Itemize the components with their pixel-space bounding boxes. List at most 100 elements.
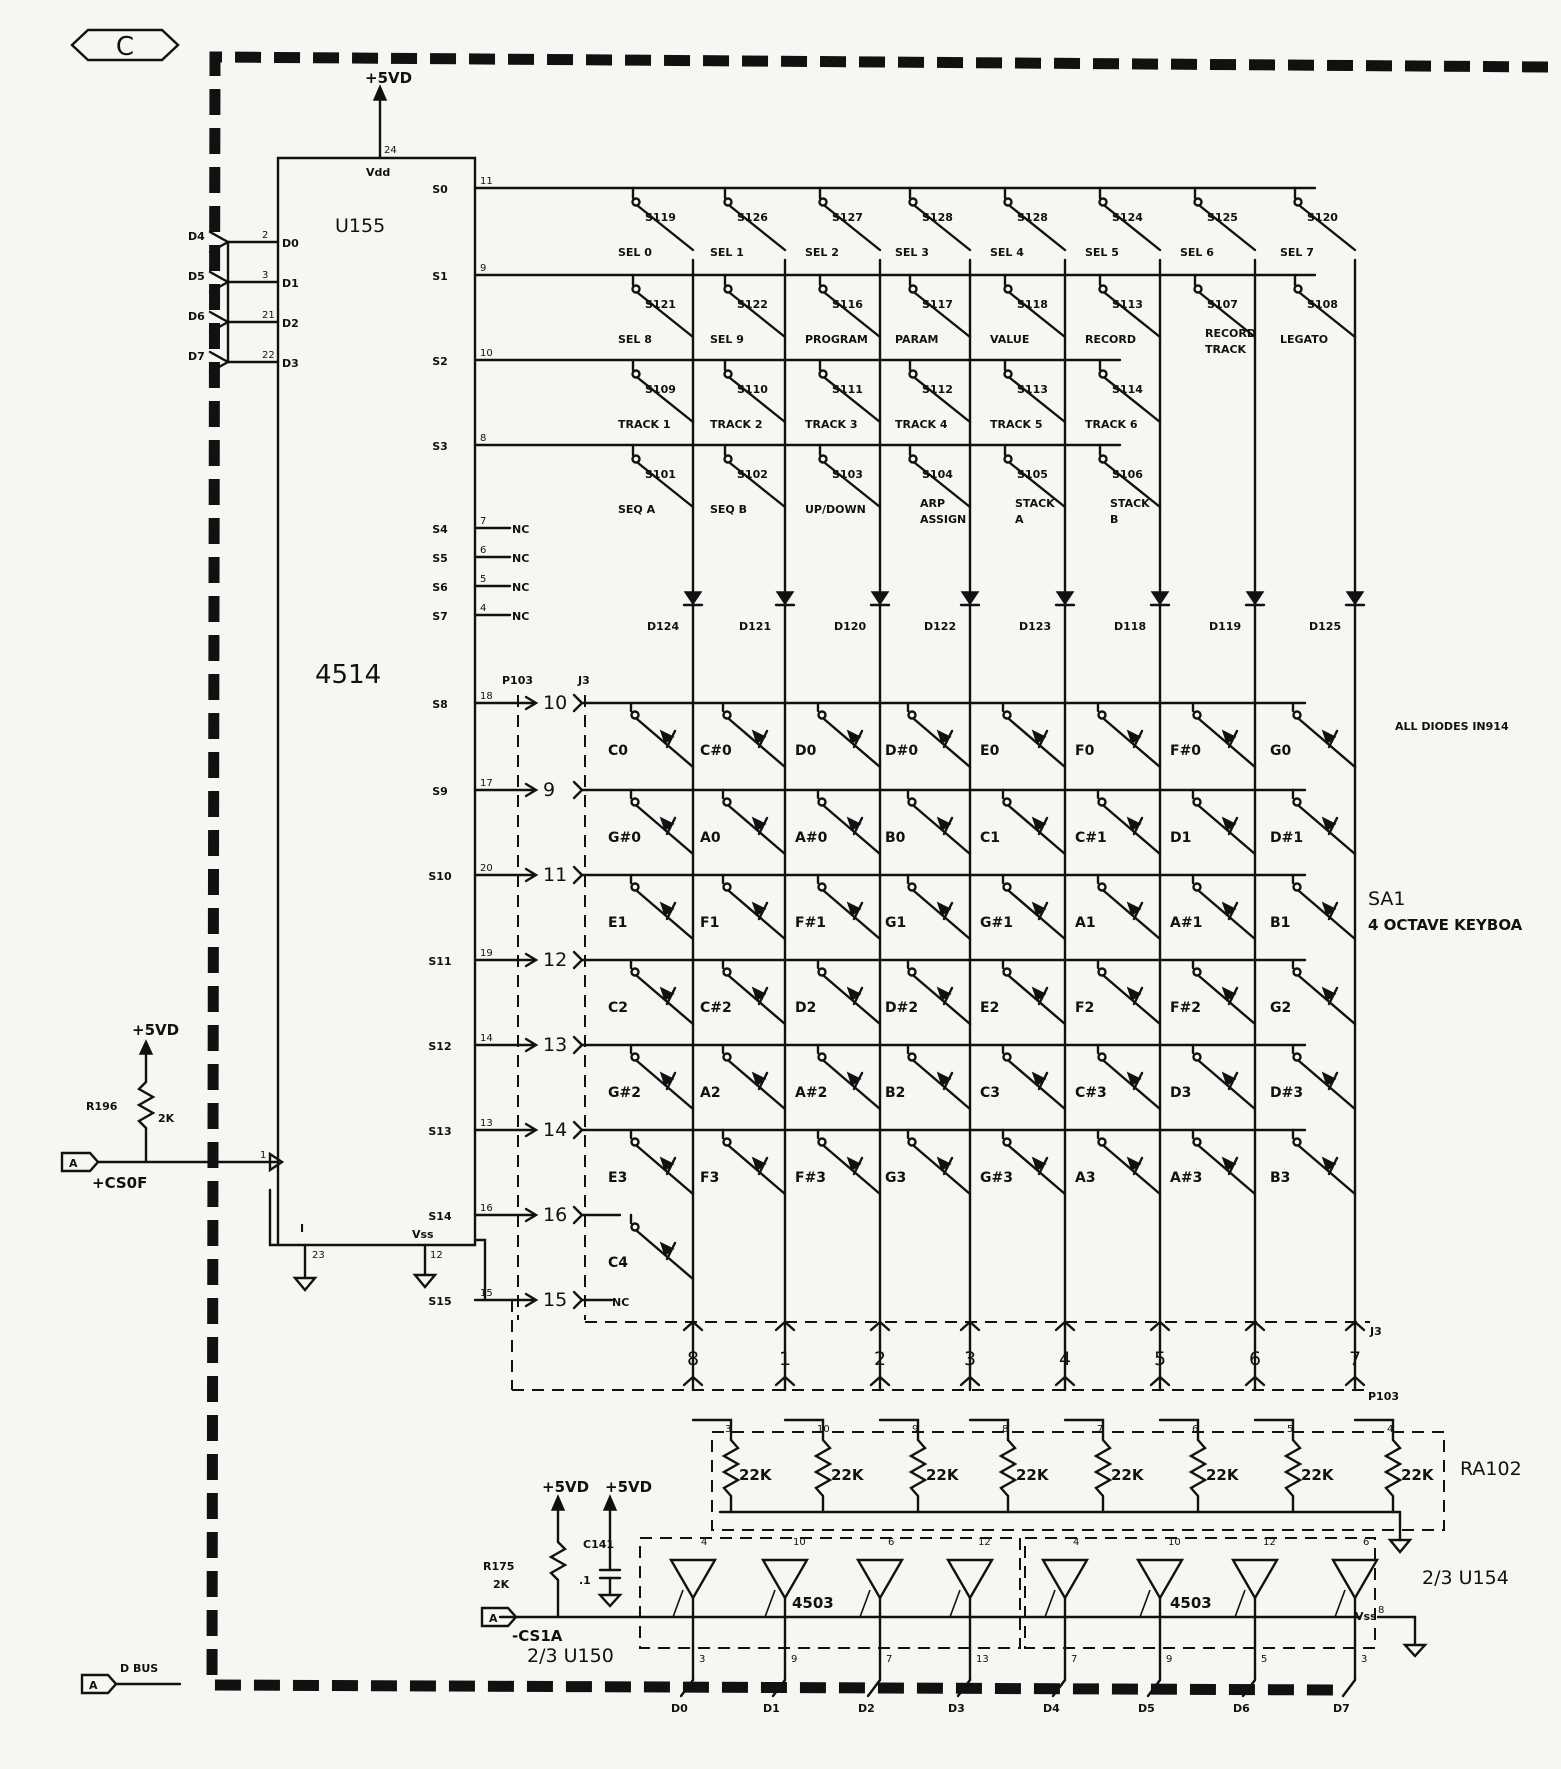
connector-arrow — [524, 782, 539, 798]
key-contact — [817, 882, 827, 892]
nc-label: NC — [512, 552, 529, 565]
switch-ref: S111 — [832, 383, 863, 396]
buffer-in-pin: 10 — [1168, 1537, 1181, 1548]
key-contact — [907, 882, 917, 892]
key-diode — [1031, 1071, 1047, 1087]
switch-ref: S126 — [737, 211, 768, 224]
key-contact — [1097, 710, 1107, 720]
key-label: F3 — [700, 1170, 719, 1186]
key-contact — [722, 710, 732, 720]
buffer-enable — [672, 1589, 684, 1618]
switch-contact — [1193, 284, 1203, 294]
key-contact — [1292, 710, 1302, 720]
keyboard-ref: SA1 — [1368, 888, 1406, 910]
key-diode — [1321, 1156, 1337, 1172]
buffer-triangle — [668, 1558, 718, 1601]
buffer-triangle — [945, 1558, 995, 1601]
output-label: S1 — [432, 270, 448, 283]
key-label: C0 — [608, 743, 628, 759]
r196-ref: R196 — [86, 1100, 118, 1113]
key-diode-bar — [942, 816, 954, 836]
key-contact — [630, 1137, 640, 1147]
output-pin: 9 — [480, 263, 486, 274]
key-diode — [1031, 901, 1047, 917]
key-diode — [1221, 729, 1237, 745]
key-contact — [630, 1052, 640, 1062]
switch-lever — [823, 461, 882, 509]
output-pin: 7 — [480, 516, 486, 527]
switch-contact — [1098, 369, 1108, 379]
switch-label: SEL 7 — [1280, 246, 1314, 259]
diode-body — [683, 591, 703, 606]
ra-ref: RA102 — [1460, 1458, 1522, 1480]
key-label: B3 — [1270, 1170, 1290, 1186]
switch-ref: S108 — [1307, 298, 1338, 311]
switch-lever — [636, 376, 695, 424]
key-contact — [630, 710, 640, 720]
col-pin: 8 — [687, 1348, 699, 1370]
switch-ref: S122 — [737, 298, 768, 311]
key-contact — [1097, 797, 1107, 807]
key-label: G#1 — [980, 915, 1013, 931]
key-contact — [1097, 882, 1107, 892]
jack-label-bottom: J3 — [1369, 1325, 1382, 1338]
jack-label: J3 — [577, 674, 590, 687]
ra-tap — [1158, 1418, 1200, 1442]
key-label: D0 — [795, 743, 817, 759]
buffer-in-pin: 6 — [1363, 1537, 1369, 1548]
output-label: S3 — [432, 440, 448, 453]
key-diode-bar — [665, 901, 677, 921]
buffer-out-pin: 7 — [886, 1654, 892, 1665]
key-diode-bar — [665, 1241, 677, 1261]
switch-ref: S106 — [1112, 468, 1143, 481]
ra-value: 22K — [1111, 1466, 1145, 1484]
key-label: G#2 — [608, 1085, 641, 1101]
ra-value: 22K — [1206, 1466, 1240, 1484]
switch-label: SEL 8 — [618, 333, 652, 346]
output-label: S4 — [432, 523, 448, 536]
connector-arrow — [524, 867, 539, 883]
col-plug-arrow — [682, 1375, 704, 1387]
output-pin: 5 — [480, 574, 486, 585]
key-diode — [751, 816, 767, 832]
key-diode — [1321, 1071, 1337, 1087]
key-label: D3 — [1170, 1085, 1191, 1101]
switch-label: SEL 1 — [710, 246, 744, 259]
key-diode-bar — [1227, 1156, 1239, 1176]
bus-line: D4 — [1043, 1702, 1060, 1715]
keyboard-desc: 4 OCTAVE KEYBOA — [1368, 916, 1523, 934]
switch-contact — [818, 284, 828, 294]
key-contact — [817, 1137, 827, 1147]
ra-value: 22K — [1016, 1466, 1050, 1484]
key-diode-bar — [757, 986, 769, 1006]
switch-contact — [1098, 197, 1108, 207]
switch-lever — [1008, 461, 1067, 509]
buffer-triangle — [855, 1558, 905, 1601]
key-diode — [846, 816, 862, 832]
buffer-out-pin: 3 — [1361, 1654, 1367, 1665]
ra-pin: 3 — [725, 1424, 731, 1435]
switch-ref: S103 — [832, 468, 863, 481]
u154-vss: Vss — [1355, 1610, 1377, 1623]
col-jack-arrow — [1149, 1320, 1171, 1332]
buffer-in-pin: 4 — [701, 1537, 707, 1548]
data-input-net: D5 — [188, 270, 205, 283]
data-input-pin: 2 — [262, 230, 268, 241]
switch-label: SEL 0 — [618, 246, 652, 259]
key-contact — [907, 1052, 917, 1062]
switch-label: TRACK 6 — [1085, 418, 1138, 431]
switch-label: UP/DOWN — [805, 503, 866, 516]
key-diode — [936, 1156, 952, 1172]
key-diode — [1321, 729, 1337, 745]
output-pin: 15 — [480, 1288, 493, 1299]
key-contact — [907, 1137, 917, 1147]
key-contact — [722, 1137, 732, 1147]
connector-arrow — [524, 1292, 539, 1308]
key-diode — [846, 1071, 862, 1087]
switch-contact — [818, 197, 828, 207]
key-contact — [1002, 1137, 1012, 1147]
buffer-enable — [949, 1589, 961, 1618]
key-label: F0 — [1075, 743, 1095, 759]
bus-port — [80, 1673, 118, 1695]
